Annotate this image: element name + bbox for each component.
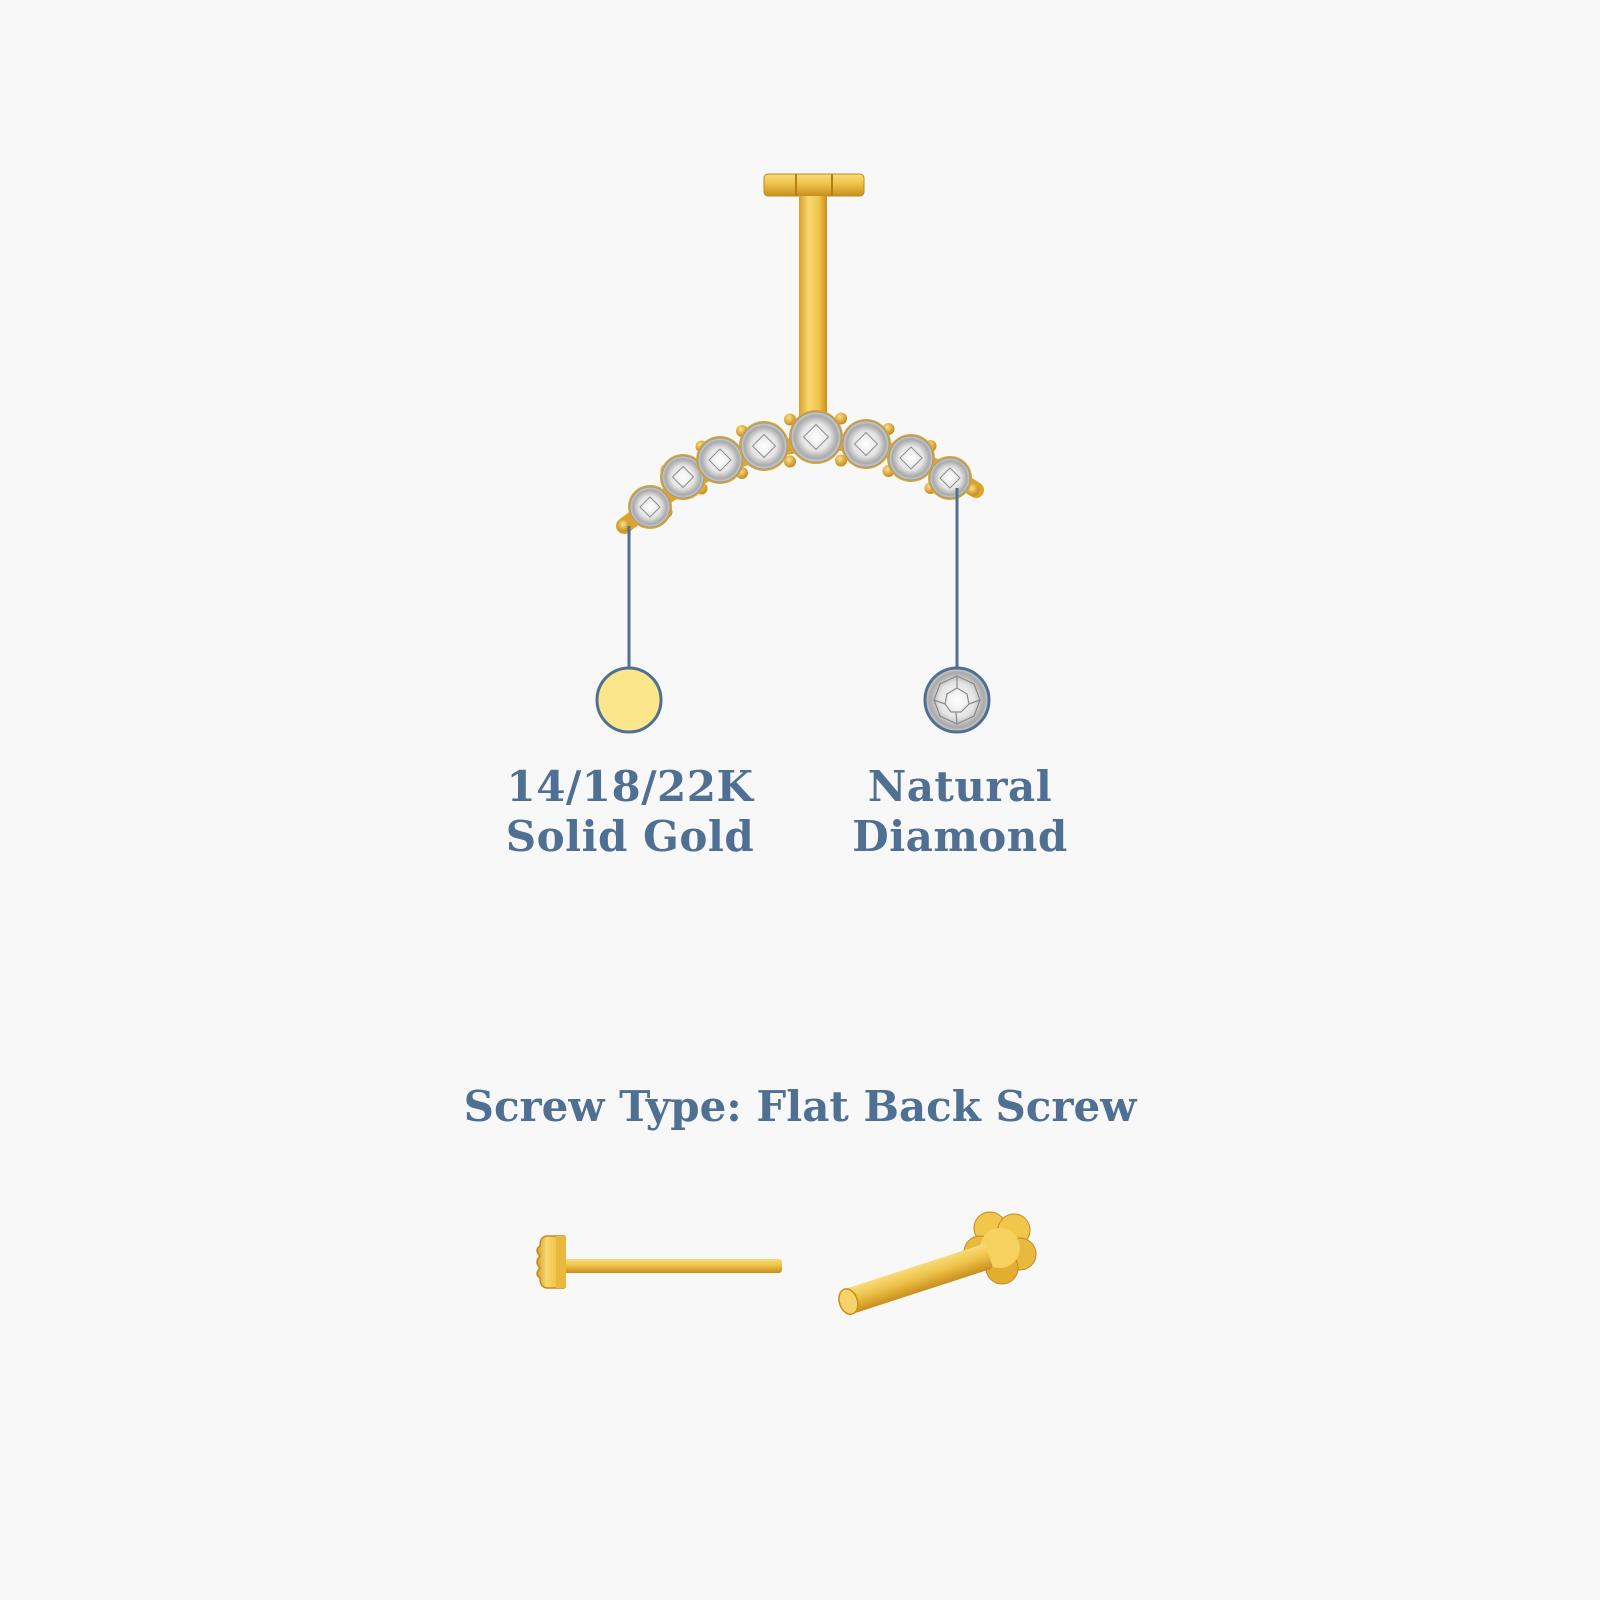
flat-back-disc [763,173,865,197]
prong [835,454,847,467]
diamond-type-text: Diamond [852,812,1068,861]
screw-type-title: Screw Type: Flat Back Screw [463,1082,1137,1131]
gold-swatch-icon [595,666,663,734]
flat-back-screw-angled-view-icon [838,1211,1037,1315]
curved-diamond-bar-earring-icon [616,173,984,534]
diamond-stone [789,410,843,464]
diamond-stone [628,485,672,529]
gold-karat-text: 14/18/22K [506,762,754,811]
earring-post [799,196,827,416]
diamond-origin-text: Natural [867,762,1053,811]
gold-type-text: Solid Gold [505,812,755,861]
diamond-stone [739,421,789,471]
diamond-stone [887,434,935,482]
gold-material-label: 14/18/22K Solid Gold [460,762,800,862]
prong [784,455,796,468]
prong [784,413,796,426]
diamond-stone [928,456,972,500]
diamond-stone [660,454,706,500]
diamond-material-label: Natural Diamond [790,762,1130,862]
flat-back-screw-side-view-icon [536,1235,782,1289]
diamond-row [618,410,979,532]
diamond-stone [696,436,744,484]
diamond-stone [841,419,891,469]
prong [618,520,630,532]
diamond-swatch-icon [923,666,991,734]
